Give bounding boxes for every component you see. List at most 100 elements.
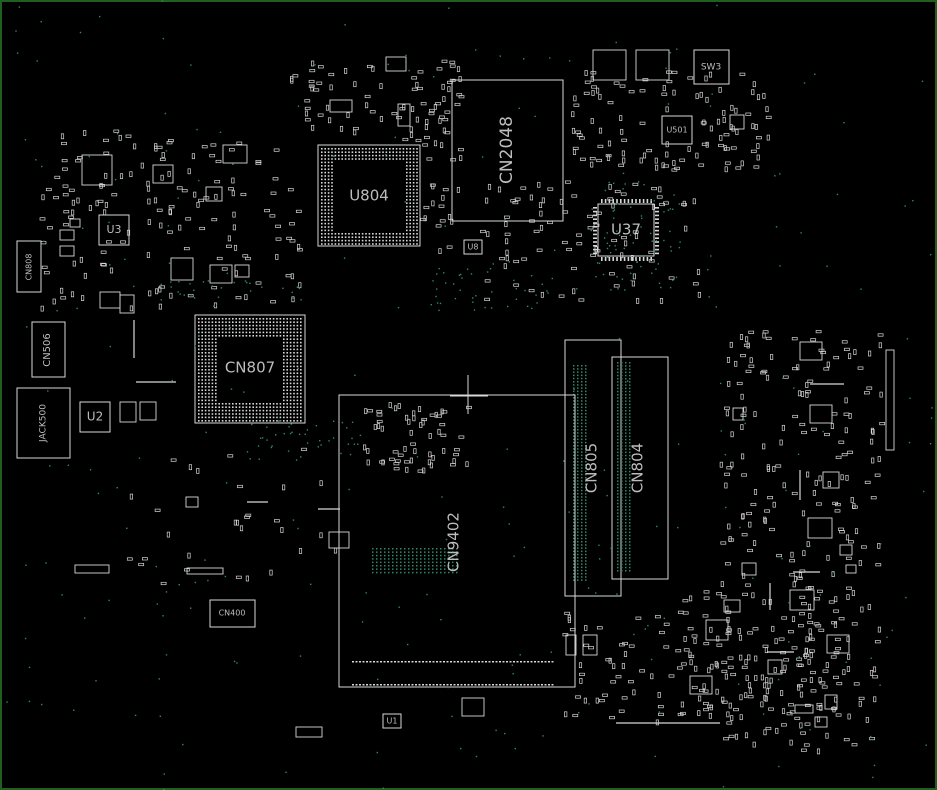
pad <box>629 397 631 399</box>
test-pad <box>610 289 612 291</box>
component-label: U37 <box>611 221 641 239</box>
bga-ball <box>211 338 214 340</box>
component-u37[interactable]: U37 <box>593 199 659 261</box>
component-cn400[interactable]: CN400 <box>209 599 256 628</box>
bga-ball <box>235 416 237 419</box>
bga-ball <box>412 161 415 164</box>
bga-ball <box>300 386 302 388</box>
bga-ball <box>334 233 337 235</box>
pad <box>581 541 583 543</box>
component-cn506[interactable]: CN506 <box>31 321 66 378</box>
test-pad <box>18 6 21 8</box>
bga-ball <box>409 171 411 174</box>
passive-part <box>663 622 670 626</box>
passive-part <box>809 677 813 683</box>
test-pad <box>644 628 646 630</box>
test-pad <box>777 678 780 681</box>
pin <box>655 218 659 220</box>
pad <box>617 394 619 396</box>
test-pad <box>904 205 906 207</box>
component-jack500[interactable]: JACK500 <box>16 387 71 459</box>
passive-part <box>621 663 625 669</box>
passive-part <box>843 412 850 416</box>
pad <box>577 368 579 370</box>
pad <box>577 406 579 409</box>
test-pad <box>709 105 712 107</box>
test-pad <box>259 437 262 439</box>
bga-ball <box>327 239 330 242</box>
pad <box>629 490 631 492</box>
test-pad <box>650 199 652 201</box>
pad <box>617 368 619 370</box>
bga-ball <box>368 148 371 150</box>
bga-ball <box>201 372 203 374</box>
pad <box>362 661 365 663</box>
test-pad <box>288 426 290 428</box>
component-u2[interactable]: U2 <box>79 401 111 433</box>
bga-ball <box>338 233 340 235</box>
passive-part <box>170 458 177 462</box>
passive-part <box>569 628 576 632</box>
passive-part <box>846 586 852 590</box>
pin <box>650 199 652 203</box>
bga-ball <box>215 416 217 419</box>
component-u804[interactable]: U804 <box>317 144 421 247</box>
pad <box>617 570 619 572</box>
passive-part <box>60 287 64 294</box>
passive-part <box>692 282 699 286</box>
passive-part <box>415 138 422 143</box>
pad <box>617 442 619 444</box>
component-sw3[interactable]: SW3 <box>693 49 730 85</box>
component-cn2048[interactable]: CN2048 <box>451 79 564 222</box>
component-u501[interactable]: U501 <box>661 115 693 145</box>
component-cn9402[interactable]: CN9402 <box>338 394 576 688</box>
bga-ball <box>300 396 302 398</box>
passive-part <box>313 88 320 92</box>
passive-part <box>672 160 676 166</box>
passive-part <box>756 143 760 149</box>
pad <box>428 558 430 560</box>
component-u1[interactable]: U1 <box>382 713 402 729</box>
passive-part <box>431 455 435 461</box>
pad <box>446 684 449 686</box>
bga-ball <box>409 178 411 181</box>
bga-ball <box>279 321 282 323</box>
pad <box>573 579 575 581</box>
bga-ball <box>283 324 285 327</box>
bga-ball <box>208 324 210 327</box>
bga-ball <box>286 341 288 344</box>
bga-ball <box>208 389 210 391</box>
bga-ball <box>218 413 220 415</box>
pad <box>428 565 430 567</box>
pad <box>617 406 619 409</box>
pad <box>581 387 583 389</box>
component-cn807[interactable]: CN807 <box>194 314 306 424</box>
component-cn805[interactable]: CN805 <box>564 339 622 597</box>
passive-part <box>744 732 749 739</box>
test-pad <box>912 200 914 202</box>
pad <box>617 477 619 479</box>
pad <box>585 518 587 521</box>
passive-part <box>708 712 712 719</box>
pad <box>464 684 466 686</box>
passive-part <box>576 242 583 246</box>
passive-part <box>270 300 276 304</box>
test-pad <box>722 786 725 788</box>
component-u8[interactable]: U8 <box>463 239 483 255</box>
bga-ball <box>204 341 207 344</box>
test-pad <box>563 460 565 462</box>
passive-part <box>741 473 747 477</box>
bga-ball <box>412 222 415 225</box>
passive-part <box>730 672 737 677</box>
pad <box>585 566 587 569</box>
bga-ball <box>201 416 203 419</box>
bga-ball <box>201 321 203 323</box>
component-cn808[interactable]: CN808 <box>16 240 42 293</box>
pad <box>625 445 627 447</box>
pad <box>464 661 466 663</box>
component-cn804[interactable]: CN804 <box>611 356 669 580</box>
bga-ball <box>296 399 299 402</box>
bga-ball <box>321 192 323 194</box>
bga-ball <box>286 413 288 415</box>
pin <box>601 199 603 203</box>
